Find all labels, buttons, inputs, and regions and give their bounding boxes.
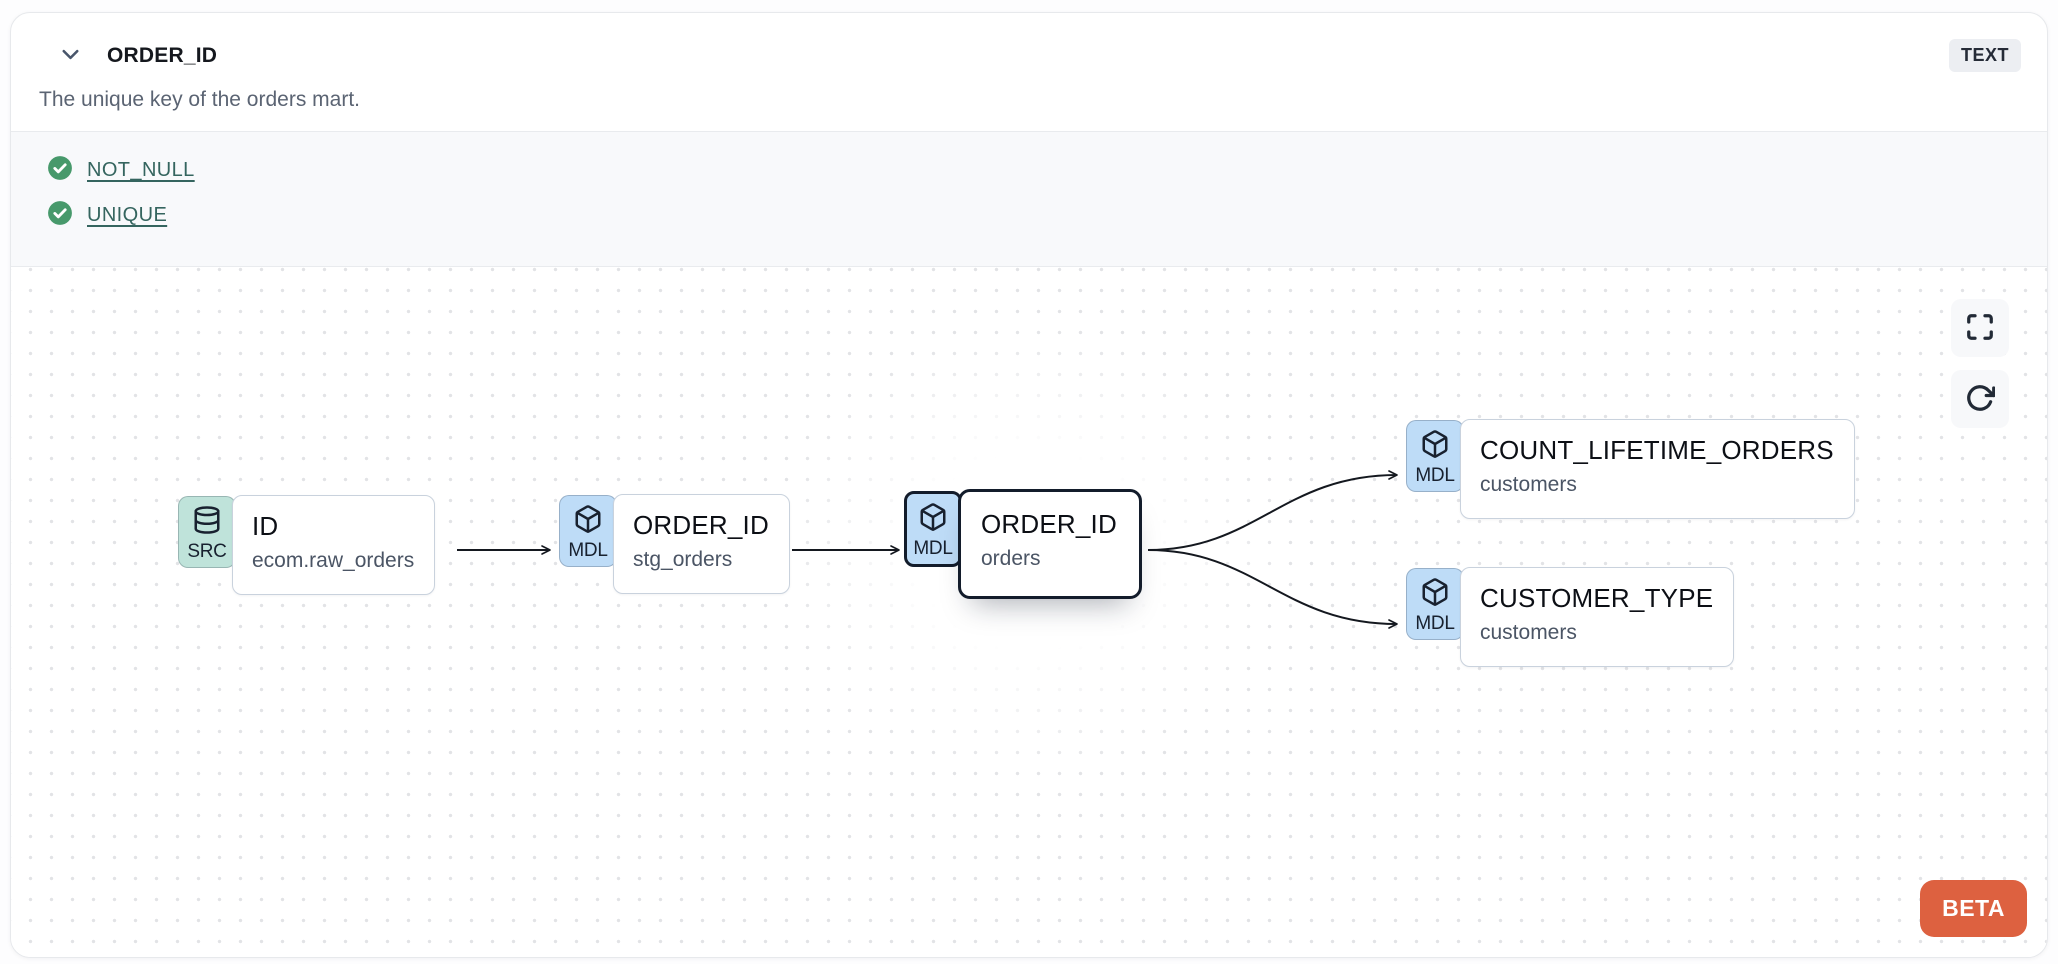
node-badge-label: SRC — [187, 541, 227, 562]
node-title: ORDER_ID — [981, 509, 1117, 539]
node-title: COUNT_LIFETIME_ORDERS — [1480, 435, 1834, 465]
node-badge-label: MDL — [913, 538, 953, 559]
cube-icon — [573, 504, 603, 539]
tests-section: NOT_NULL UNIQUE — [11, 131, 2047, 266]
node-type-badge: SRC — [178, 496, 236, 568]
fullscreen-button[interactable] — [1951, 299, 2009, 357]
lineage-node-source-id[interactable]: SRC ID ecom.raw_orders — [178, 495, 436, 595]
node-card: ORDER_ID stg_orders — [613, 494, 790, 594]
test-row: UNIQUE — [47, 199, 2047, 231]
node-badge-label: MDL — [1415, 613, 1455, 634]
edge-orders-to-count — [1147, 470, 1398, 551]
node-subtitle: orders — [981, 547, 1041, 570]
refresh-button[interactable] — [1951, 370, 2009, 428]
node-card: ORDER_ID orders — [958, 489, 1142, 599]
database-icon — [192, 505, 222, 540]
column-type-badge: TEXT — [1948, 39, 2021, 72]
column-description: The unique key of the orders mart. — [39, 88, 360, 111]
test-link-unique[interactable]: UNIQUE — [87, 203, 168, 226]
lineage-node-customer-type[interactable]: MDL CUSTOMER_TYPE customers — [1406, 567, 1735, 667]
beta-badge: BETA — [1920, 880, 2027, 937]
check-circle-icon — [47, 155, 73, 186]
check-circle-icon — [47, 200, 73, 231]
node-type-badge: MDL — [904, 491, 962, 567]
lineage-edges — [457, 470, 1398, 629]
lineage-canvas[interactable]: SRC ID ecom.raw_orders MDL ORDER_ID stg_… — [11, 266, 2047, 957]
node-card: ID ecom.raw_orders — [232, 495, 436, 595]
panel-header: ORDER_ID TEXT — [11, 13, 2047, 72]
test-row: NOT_NULL — [47, 154, 2047, 186]
node-type-badge: MDL — [1406, 420, 1464, 492]
node-subtitle: customers — [1480, 473, 1577, 496]
column-details-panel: ORDER_ID TEXT The unique key of the orde… — [10, 12, 2048, 958]
node-subtitle: customers — [1480, 621, 1577, 644]
node-subtitle: ecom.raw_orders — [252, 549, 415, 572]
maximize-icon — [1965, 312, 1995, 345]
lineage-node-orders-selected[interactable]: MDL ORDER_ID orders — [904, 489, 1142, 599]
node-type-badge: MDL — [1406, 568, 1464, 640]
rotate-cw-icon — [1965, 383, 1996, 416]
node-title: ORDER_ID — [633, 510, 769, 540]
node-type-badge: MDL — [559, 495, 617, 567]
cube-icon — [1420, 577, 1450, 612]
node-card: CUSTOMER_TYPE customers — [1460, 567, 1735, 667]
lineage-node-count-lifetime-orders[interactable]: MDL COUNT_LIFETIME_ORDERS customers — [1406, 419, 1855, 519]
chevron-down-icon — [57, 41, 84, 71]
node-card: COUNT_LIFETIME_ORDERS customers — [1460, 419, 1855, 519]
test-link-not-null[interactable]: NOT_NULL — [87, 158, 195, 181]
collapse-toggle-button[interactable] — [55, 41, 85, 71]
node-badge-label: MDL — [568, 540, 608, 561]
lineage-node-stg-orders[interactable]: MDL ORDER_ID stg_orders — [559, 494, 790, 594]
column-title: ORDER_ID — [107, 43, 218, 67]
node-subtitle: stg_orders — [633, 548, 733, 571]
edge-orders-to-ctype — [1147, 549, 1398, 629]
node-title: CUSTOMER_TYPE — [1480, 583, 1714, 613]
node-title: ID — [252, 511, 279, 541]
cube-icon — [1420, 429, 1450, 464]
node-badge-label: MDL — [1415, 465, 1455, 486]
cube-icon — [918, 502, 948, 537]
